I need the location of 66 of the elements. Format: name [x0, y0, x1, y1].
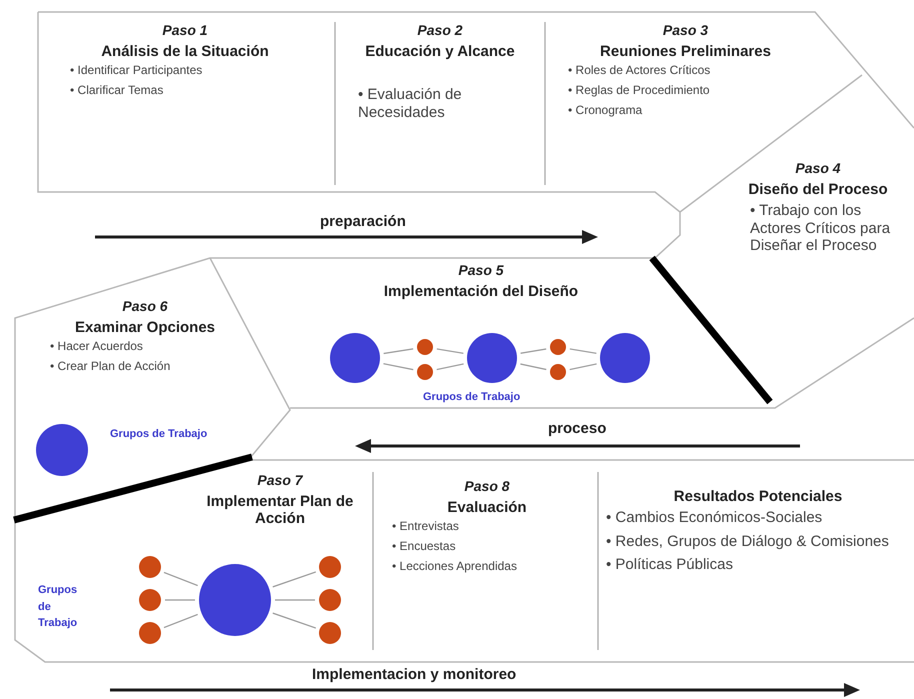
group-circle: [319, 622, 341, 644]
connector-line: [272, 571, 316, 588]
step-number: Paso 1: [162, 22, 208, 38]
group-circle: [319, 556, 341, 578]
bullet-item: • Clarificar Temas: [70, 84, 164, 98]
step-number: Paso 6: [122, 298, 168, 314]
group-circle: [139, 589, 161, 611]
connector-line: [520, 348, 546, 354]
bullet-item: • Cambios Económicos-Sociales: [606, 509, 822, 526]
arrow-label: preparación: [320, 213, 406, 230]
bullet-item: • Cronograma: [568, 104, 642, 118]
bullet-item: • Hacer Acuerdos: [50, 340, 143, 354]
bullet-item: • Identificar Participantes: [70, 64, 202, 78]
group-circle: [467, 333, 517, 383]
group-circle: [550, 364, 566, 380]
connector-line: [570, 363, 597, 370]
bullet-item: • Encuestas: [392, 540, 456, 554]
bullet-item: • Evaluación de Necesidades: [358, 86, 463, 121]
connector-line: [164, 614, 198, 628]
step-number: Paso 5: [458, 262, 504, 278]
group-circle: [600, 333, 650, 383]
step-number: Paso 8: [464, 478, 510, 494]
bullet-item: • Lecciones Aprendidas: [392, 560, 517, 574]
arrow-label: Implementacion y monitoreo: [312, 666, 516, 683]
bullet-item: • Roles de Actores Críticos: [568, 64, 710, 78]
group-circle: [550, 339, 566, 355]
step-title: Análisis de la Situación: [101, 43, 269, 60]
connector-line: [384, 348, 414, 354]
group-label: Grupos de Trabajo: [110, 428, 208, 440]
step-title: Evaluación: [447, 499, 527, 516]
bullet-item: • Reglas de Procedimiento: [568, 84, 710, 98]
connector-line: [272, 612, 316, 629]
step-title: Resultados Potenciales: [674, 488, 842, 506]
step-title: Implementación del Diseño: [384, 283, 578, 300]
bullet-item: • Políticas Públicas: [606, 556, 733, 573]
arrow-label: proceso: [548, 420, 606, 437]
step-title: Implementar Plan de Acción: [206, 493, 354, 528]
bullet-item: • Trabajo con los Actores Críticos para Diseñar el Proceso: [750, 202, 892, 254]
step-title: Educación y Alcance: [365, 43, 515, 60]
group-label: Grupos de Trabajo: [38, 583, 78, 631]
step-title: Examinar Opciones: [74, 319, 216, 336]
step-number: Paso 2: [417, 22, 463, 38]
connector-line: [520, 363, 546, 370]
connector-line: [165, 599, 195, 601]
step-number: Paso 4: [795, 160, 841, 176]
step-title: Reuniones Preliminares: [600, 43, 771, 60]
bullet-item: • Entrevistas: [392, 520, 459, 534]
connector-line: [436, 348, 464, 354]
connector-line: [275, 599, 315, 601]
group-circle: [417, 364, 433, 380]
step-number: Paso 3: [662, 22, 708, 38]
group-circle: [330, 333, 380, 383]
group-circle: [36, 424, 88, 476]
step-title: Diseño del Proceso: [748, 181, 888, 198]
connector-line: [164, 572, 198, 586]
group-label: Grupos de Trabajo: [423, 391, 520, 403]
group-circle: [139, 622, 161, 644]
bullet-item: • Redes, Grupos de Diálogo & Comisiones: [606, 532, 889, 550]
connector-line: [436, 363, 464, 370]
group-circle: [417, 339, 433, 355]
bullet-item: • Crear Plan de Acción: [50, 360, 170, 374]
group-circle: [319, 589, 341, 611]
group-circle: [139, 556, 161, 578]
connector-line: [570, 348, 596, 354]
step-number: Paso 7: [257, 472, 303, 488]
connector-line: [383, 363, 414, 370]
